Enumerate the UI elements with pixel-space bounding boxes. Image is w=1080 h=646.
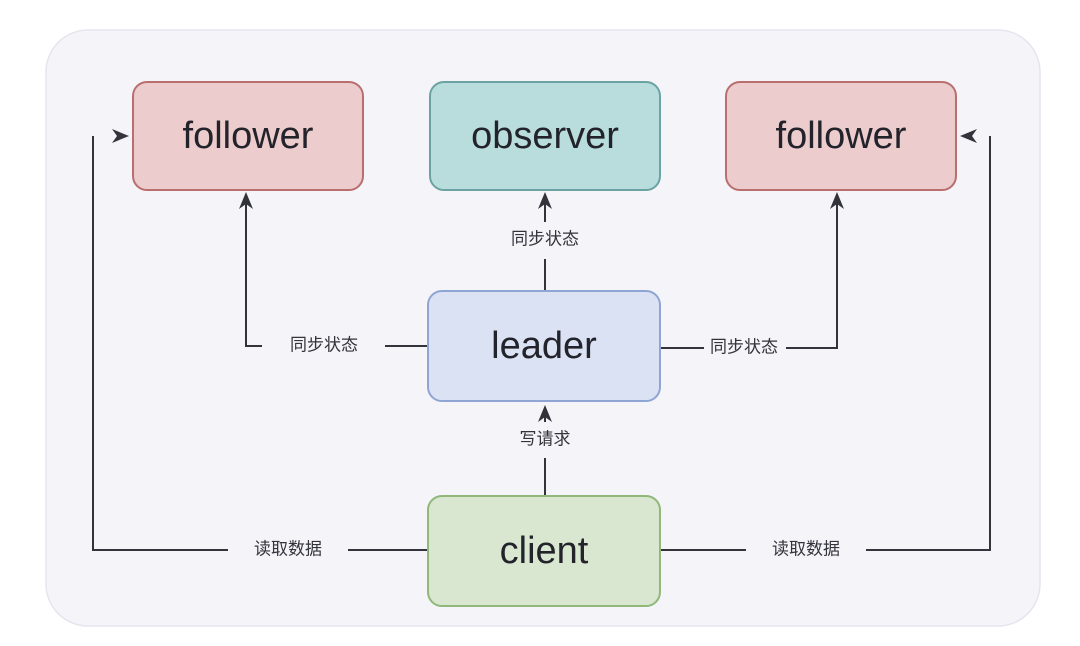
edge-label-client-to-follower-right: 读取数据 bbox=[772, 539, 840, 558]
node-box-client[interactable] bbox=[427, 495, 661, 607]
edge-label-leader-to-follower-left: 同步状态 bbox=[290, 335, 358, 354]
edge-label-layer: 同步状态同步状态同步状态写请求读取数据读取数据 bbox=[254, 229, 840, 558]
arrowhead-leader-to-follower-left bbox=[239, 192, 253, 209]
node-label-leader: leader bbox=[491, 325, 597, 367]
edge-client-to-follower-left bbox=[92, 136, 428, 551]
edge-label-leader-to-observer: 同步状态 bbox=[511, 229, 579, 248]
edge-client-to-follower-right bbox=[660, 136, 991, 551]
node-client[interactable]: client bbox=[427, 495, 661, 607]
node-layer: follower observer follower leader client bbox=[132, 81, 957, 607]
edge-label-client-to-follower-left: 读取数据 bbox=[254, 539, 322, 558]
node-observer[interactable]: observer bbox=[429, 81, 661, 191]
node-label-observer: observer bbox=[471, 115, 619, 157]
edge-layer bbox=[92, 129, 991, 551]
edge-label-leader-to-follower-right: 同步状态 bbox=[710, 337, 778, 356]
node-box-follower-right[interactable] bbox=[725, 81, 957, 191]
arrowhead-client-to-follower-right bbox=[960, 129, 977, 143]
node-label-follower-left: follower bbox=[183, 115, 314, 157]
node-follower-right[interactable]: follower bbox=[725, 81, 957, 191]
arrowhead-leader-to-observer bbox=[538, 192, 552, 209]
node-leader[interactable]: leader bbox=[427, 290, 661, 402]
node-box-leader[interactable] bbox=[427, 290, 661, 402]
node-label-client: client bbox=[500, 530, 589, 572]
edge-leader-to-follower-left bbox=[245, 196, 428, 347]
node-box-observer[interactable] bbox=[429, 81, 661, 191]
edge-label-client-to-leader: 写请求 bbox=[520, 429, 571, 448]
node-label-follower-right: follower bbox=[776, 115, 907, 157]
edge-leader-to-follower-right bbox=[660, 196, 838, 349]
arrowhead-client-to-follower-left bbox=[112, 129, 129, 143]
node-follower-left[interactable]: follower bbox=[132, 81, 364, 191]
node-box-follower-left[interactable] bbox=[132, 81, 364, 191]
arrowhead-leader-to-follower-right bbox=[830, 192, 844, 209]
arrowhead-client-to-leader bbox=[538, 405, 552, 422]
